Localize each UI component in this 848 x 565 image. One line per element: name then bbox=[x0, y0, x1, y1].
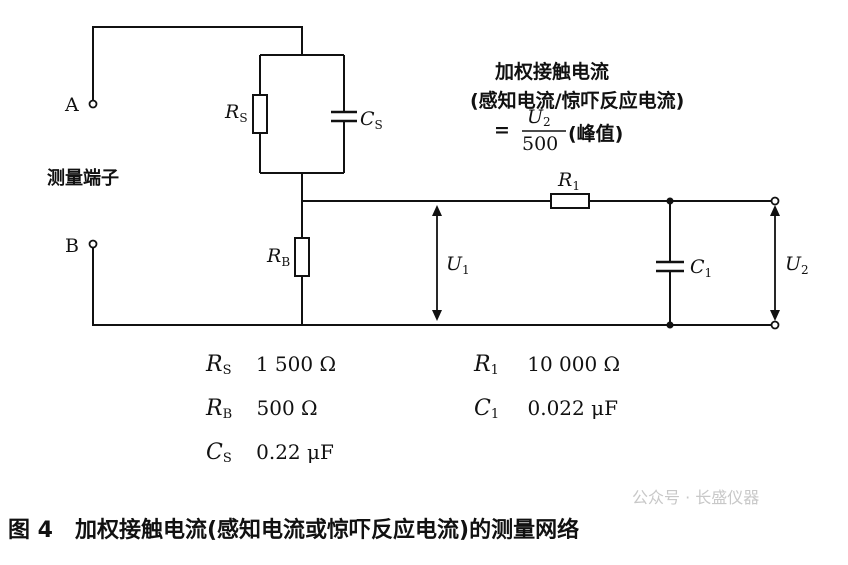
junction-dot bbox=[666, 197, 674, 205]
peak-note: (峰值) bbox=[568, 123, 624, 145]
junction-dot bbox=[666, 321, 674, 329]
spec-rs: RS 1 500 Ω bbox=[206, 352, 337, 378]
resistor-rs bbox=[252, 94, 268, 134]
c1-label: C1 bbox=[690, 256, 712, 280]
fraction-numerator: U2 bbox=[527, 106, 551, 129]
terminal-a bbox=[88, 99, 98, 109]
r1-label: R1 bbox=[557, 169, 580, 193]
spec-r1: R1 10 000 Ω bbox=[474, 352, 621, 378]
wire-a bbox=[92, 26, 303, 104]
terminal-u2-top bbox=[770, 196, 780, 206]
terminal-b bbox=[88, 239, 98, 249]
voltage-arrow-u2 bbox=[770, 205, 780, 321]
terminal-b-label: B bbox=[65, 235, 79, 257]
spec-c1: C1 0.022 μF bbox=[474, 396, 618, 422]
terminal-a-label: A bbox=[64, 94, 79, 116]
circuit-wires bbox=[92, 26, 772, 326]
spec-rb: RB 500 Ω bbox=[206, 396, 318, 422]
cs-label: CS bbox=[360, 108, 383, 132]
spec-cs: CS 0.22 μF bbox=[206, 440, 334, 466]
capacitor-c1 bbox=[656, 260, 684, 273]
figure-caption: 图 4 加权接触电流(感知电流或惊吓反应电流)的测量网络 bbox=[8, 518, 580, 543]
equals-sign: = bbox=[494, 119, 510, 141]
rs-label: RS bbox=[224, 101, 248, 125]
u1-label: U1 bbox=[446, 253, 470, 277]
voltage-arrow-u1 bbox=[432, 205, 442, 321]
weighted-current-title: 加权接触电流 bbox=[495, 61, 610, 83]
rb-label: RB bbox=[266, 245, 290, 269]
measure-terminals-label: 测量端子 bbox=[47, 167, 119, 189]
wire-bottom-rail bbox=[92, 248, 772, 326]
watermark: 公众号 · 长盛仪器 bbox=[632, 488, 760, 507]
capacitor-cs bbox=[331, 110, 357, 123]
fraction-denominator: 500 bbox=[522, 133, 559, 155]
u2-label: U2 bbox=[785, 253, 809, 277]
terminal-u2-bottom bbox=[770, 320, 780, 330]
resistor-r1 bbox=[550, 193, 590, 209]
resistor-rb bbox=[294, 237, 310, 277]
weighted-current-subtitle: (感知电流/惊吓反应电流) bbox=[470, 90, 685, 112]
